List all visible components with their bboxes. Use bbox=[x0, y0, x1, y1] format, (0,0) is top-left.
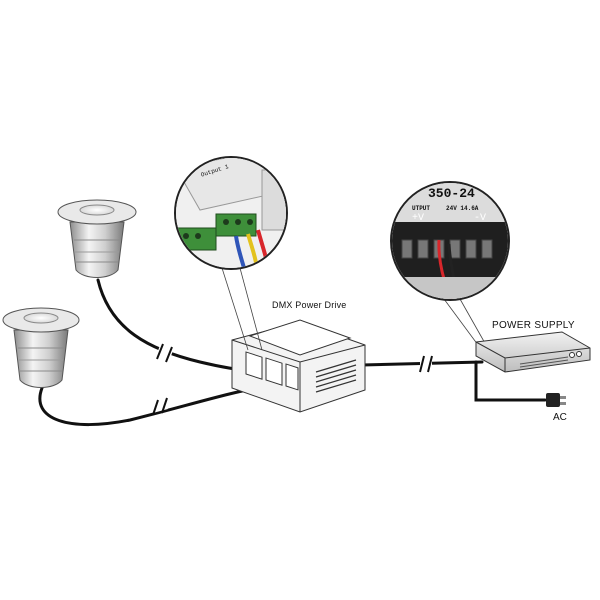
psu-output-text: UTPUT bbox=[412, 205, 431, 212]
ac-label: AC bbox=[553, 412, 567, 423]
downlight-top bbox=[57, 199, 137, 278]
dmx-power-drive bbox=[231, 319, 366, 413]
psu-rating-text: 24V 14.6A bbox=[446, 205, 479, 212]
power-supply-label: POWER SUPPLY bbox=[492, 320, 575, 331]
cable-light-bottom bbox=[38, 384, 270, 427]
psu-minus-text: -V bbox=[474, 213, 487, 224]
psu-model-text: 350-24 bbox=[428, 186, 475, 201]
break-symbol-bottom bbox=[152, 397, 168, 416]
zoom-leader-lines bbox=[221, 267, 487, 351]
cable-psu-to-ac bbox=[474, 360, 547, 402]
break-symbol-psu bbox=[419, 355, 433, 373]
zoom-detail-drive bbox=[174, 156, 288, 270]
power-supply-unit bbox=[475, 331, 591, 373]
zoom-detail-power-supply bbox=[390, 181, 510, 301]
downlight-bottom bbox=[2, 307, 80, 388]
drive-terminal-blocks bbox=[245, 351, 299, 391]
break-symbol-top bbox=[156, 343, 173, 363]
cable-break-symbols bbox=[152, 343, 433, 416]
ac-plug bbox=[546, 393, 566, 407]
dmx-power-drive-label: DMX Power Drive bbox=[272, 300, 347, 310]
psu-plus-text: +V bbox=[412, 213, 425, 224]
